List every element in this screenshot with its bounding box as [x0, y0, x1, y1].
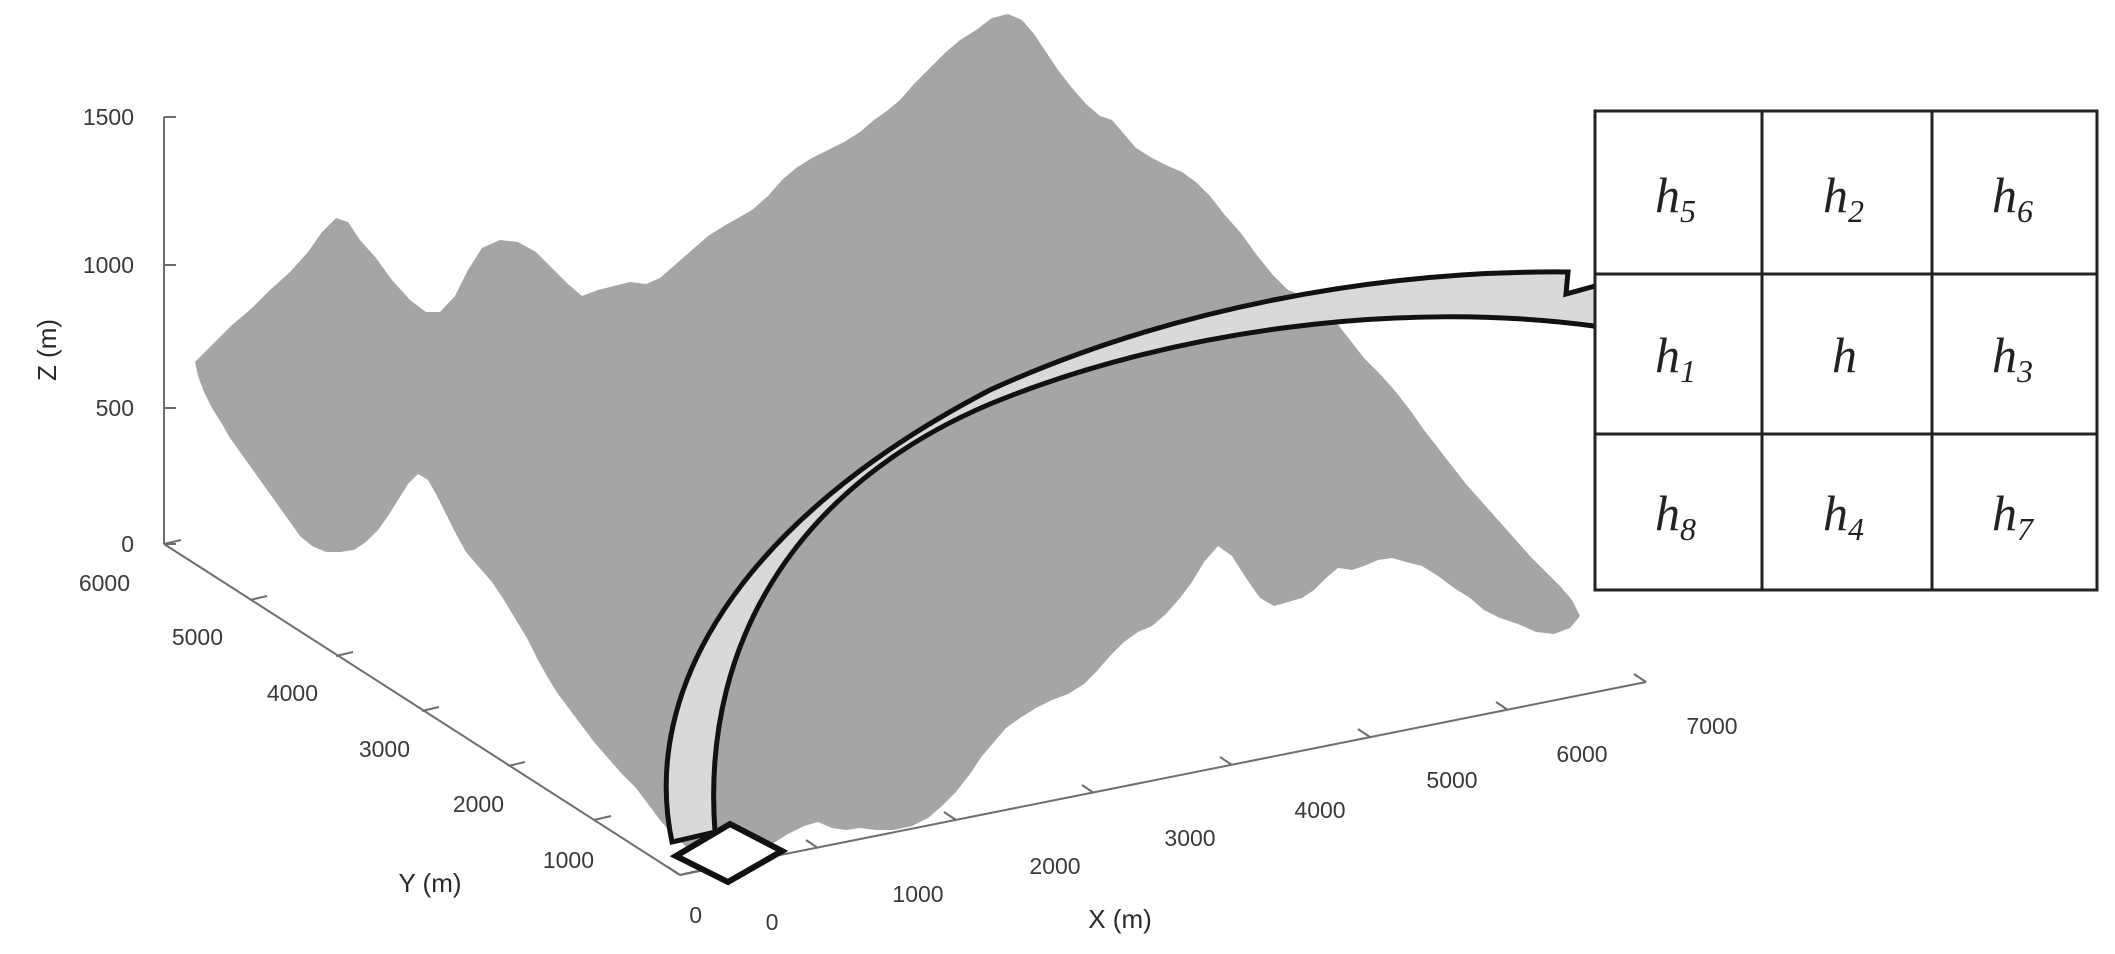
z-tick-label: 1000: [83, 252, 134, 278]
x-tick: [805, 839, 819, 849]
y-tick-label: 4000: [267, 680, 318, 706]
y-tick: [335, 651, 354, 657]
x-tick-label: 5000: [1426, 767, 1477, 793]
x-tick: [1633, 673, 1647, 683]
grid-border: [1593, 109, 2099, 592]
x-tick: [943, 811, 957, 821]
x-tick-label: 1000: [892, 881, 943, 907]
y-tick-label: 5000: [172, 624, 223, 650]
grid-cell-label-h5: h5: [1655, 167, 1696, 229]
x-tick-label: 2000: [1029, 853, 1080, 879]
z-tick-labels: 1500 1000 500 0: [83, 104, 134, 557]
stencil-grid: [1593, 109, 2099, 592]
y-tick-label: 0: [689, 902, 702, 928]
y-tick-label: 1000: [543, 847, 594, 873]
x-tick-label: 7000: [1686, 713, 1737, 739]
y-tick-labels: 6000 5000 4000 3000 2000 1000 0: [79, 570, 702, 928]
x-tick: [1357, 728, 1371, 738]
x-tick-label: 3000: [1164, 825, 1215, 851]
tick-marks: [163, 116, 1647, 876]
grid-cell-label-h7: h7: [1992, 485, 2035, 547]
y-tick: [507, 761, 526, 767]
x-axis-label: X (m): [1088, 904, 1152, 934]
y-axis-label: Y (m): [398, 868, 461, 898]
terrain-surface: [195, 14, 1580, 860]
x-tick-label: 4000: [1294, 797, 1345, 823]
y-tick-label: 6000: [79, 570, 130, 596]
x-axis-line: [679, 681, 1647, 876]
y-tick: [249, 595, 268, 601]
grid-cell-label-h3: h3: [1992, 327, 2033, 389]
grid-cell-label-h: h: [1832, 327, 1857, 383]
x-tick: [667, 866, 681, 876]
grid-cell-label-h1: h1: [1655, 327, 1696, 389]
y-tick: [163, 539, 182, 545]
y-tick-label: 2000: [453, 791, 504, 817]
z-tick-label: 1500: [83, 104, 134, 130]
grid-cell-label-h4: h4: [1823, 485, 1864, 547]
grid-cell-label-h6: h6: [1992, 167, 2033, 229]
y-tick-label: 3000: [359, 736, 410, 762]
y-tick: [679, 870, 698, 876]
z-tick-label: 0: [121, 531, 134, 557]
x-tick: [1495, 701, 1509, 711]
z-axis-label: Z (m): [32, 319, 62, 381]
y-tick: [593, 815, 612, 821]
grid-labels: h5 h2 h6 h1 h h3 h8 h4 h7: [1655, 167, 2035, 547]
x-tick-labels: 0 1000 2000 3000 4000 5000 6000 7000: [766, 713, 1738, 935]
selected-cell-square[interactable]: [669, 820, 789, 886]
x-tick-label: 6000: [1556, 741, 1607, 767]
x-tick-label: 0: [766, 909, 779, 935]
grid-cell-label-h2: h2: [1823, 167, 1864, 229]
x-tick: [1081, 784, 1095, 794]
z-tick-label: 500: [96, 395, 134, 421]
grid-cell-label-h8: h8: [1655, 485, 1696, 547]
x-tick: [1219, 756, 1233, 766]
y-tick: [421, 706, 440, 712]
